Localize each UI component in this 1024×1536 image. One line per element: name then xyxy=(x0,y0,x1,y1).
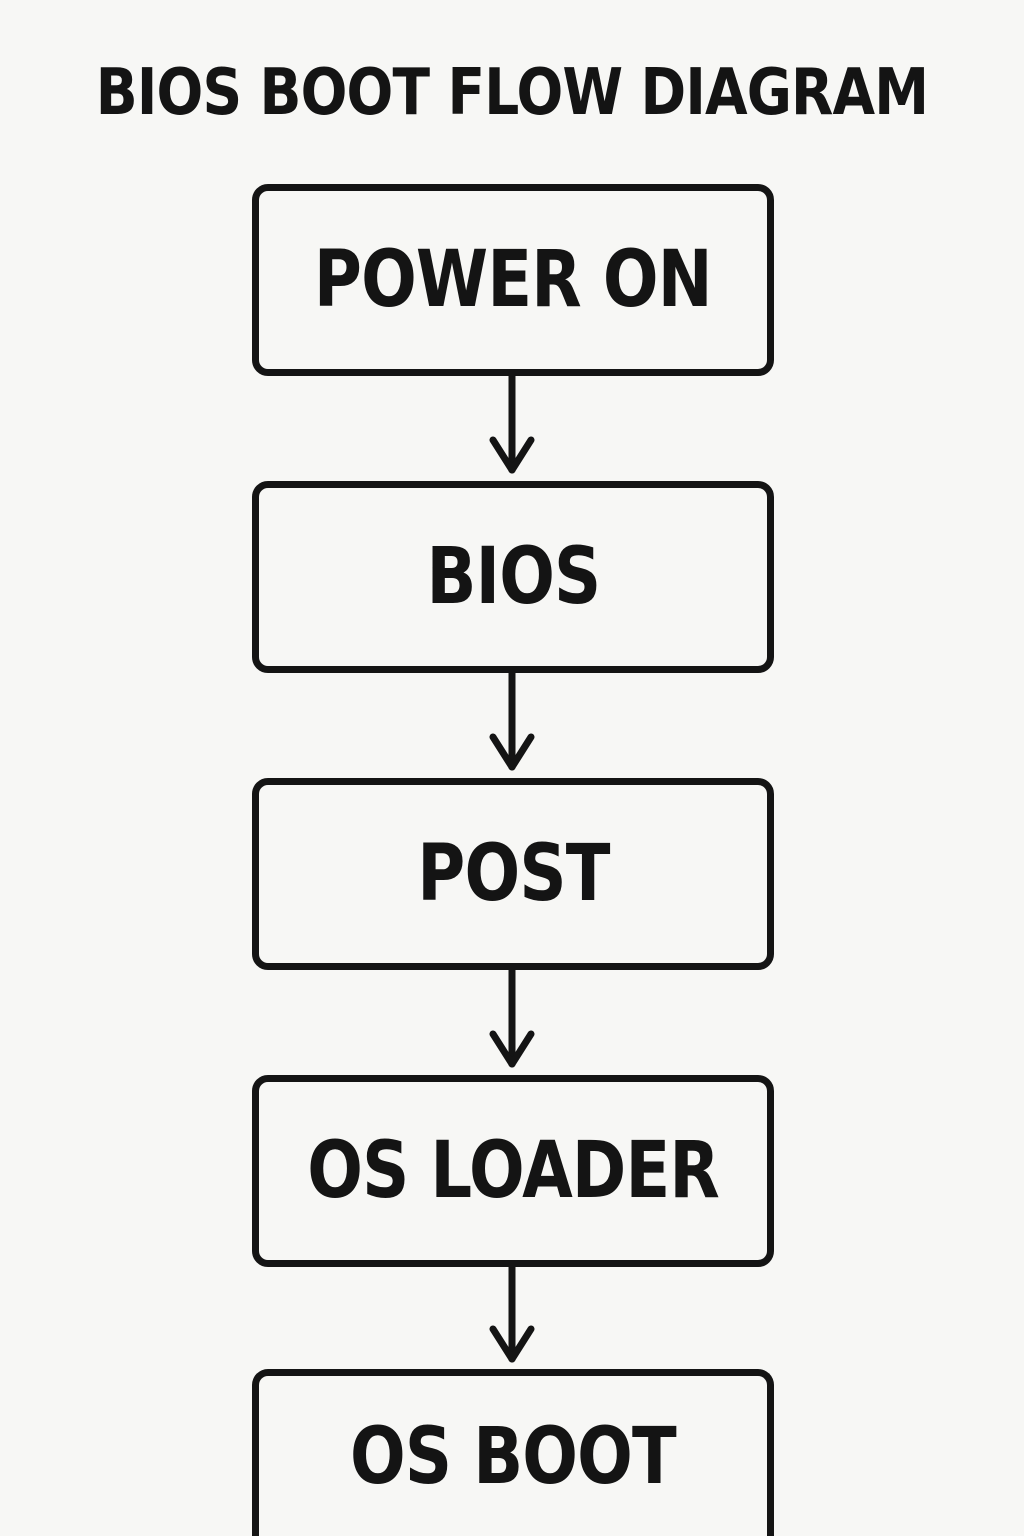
node-label: OS BOOT xyxy=(350,1412,677,1502)
arrow-post-to-os-loader xyxy=(489,965,535,1068)
node-label: POST xyxy=(416,829,610,919)
diagram-title: BIOS BOOT FLOW DIAGRAM xyxy=(95,56,929,130)
node-os-boot: OS BOOT xyxy=(252,1369,774,1536)
arrow-power-on-to-bios xyxy=(489,371,535,474)
arrow-os-loader-to-os-boot xyxy=(489,1262,535,1363)
node-label: BIOS xyxy=(426,532,601,622)
node-label: POWER ON xyxy=(314,235,713,325)
node-bios: BIOS xyxy=(252,481,774,673)
arrow-bios-to-post xyxy=(489,668,535,771)
node-os-loader: OS LOADER xyxy=(252,1075,774,1267)
node-power-on: POWER ON xyxy=(252,184,774,376)
node-label: OS LOADER xyxy=(307,1126,720,1216)
node-post: POST xyxy=(252,778,774,970)
